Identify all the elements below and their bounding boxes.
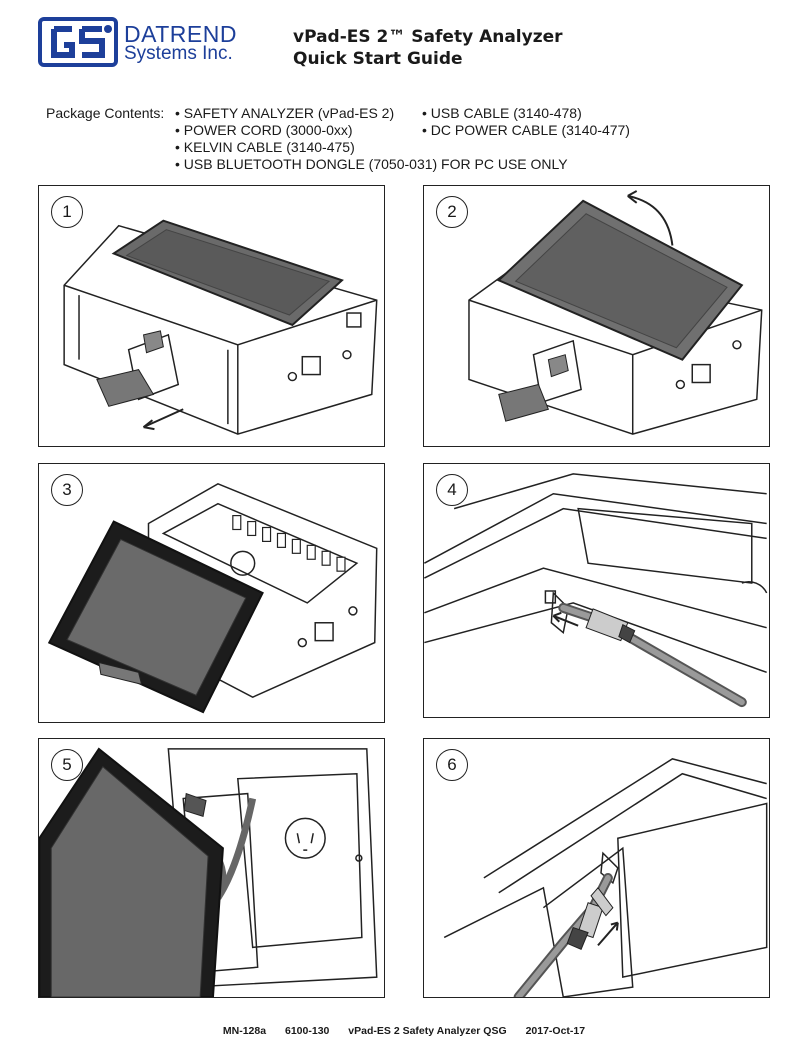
package-item: • POWER CORD (3000-0xx) [175,122,353,138]
package-item: • USB CABLE (3140-478) [422,105,582,121]
footer-doc-number: MN-128a [222,1025,267,1037]
footer-date: 2017-Oct-17 [525,1025,586,1037]
analyzer-closed-illustration [63,219,378,435]
package-item: • KELVIN CABLE (3140-475) [175,139,355,155]
datrend-logo-icon [38,17,118,67]
document-title: vPad-ES 2™ Safety Analyzer [293,27,563,47]
package-item: • SAFETY ANALYZER (vPad-ES 2) [175,105,395,121]
cable-routing-illustration [39,747,378,997]
document-subtitle: Quick Start Guide [293,49,463,69]
footer-part-number: 6100-130 [285,1025,330,1037]
step-4-panel: 4 [423,463,770,718]
package-item: • DC POWER CABLE (3140-477) [422,122,630,138]
step-2-panel: 2 [423,185,770,447]
step-5-panel: 5 [38,738,385,998]
logo-name: DATREND [124,21,237,47]
screen-lift-illustration [468,190,763,435]
step-number: 1 [51,196,83,228]
package-contents-label: Package Contents: [46,105,165,121]
tablet-mount-illustration [47,483,378,714]
footer-doc-title: vPad-ES 2 Safety Analyzer QSG [348,1025,507,1037]
step-number: 2 [436,196,468,228]
datrend-logo: DATREND Systems Inc. [38,17,268,69]
step-number: 5 [51,749,83,781]
step-number: 6 [436,749,468,781]
logo-subtitle: Systems Inc. [124,43,233,64]
step-3-panel: 3 [38,463,385,723]
step-number: 3 [51,474,83,506]
cable-tuck-illustration [443,758,768,997]
step-6-panel: 6 [423,738,770,998]
page-footer: MN-128a 6100-130 vPad-ES 2 Safety Analyz… [0,1025,808,1037]
step-1-panel: 1 [38,185,385,447]
dc-power-connect-illustration [424,473,768,708]
package-item: • USB BLUETOOTH DONGLE (7050-031) FOR PC… [175,156,568,172]
step-number: 4 [436,474,468,506]
